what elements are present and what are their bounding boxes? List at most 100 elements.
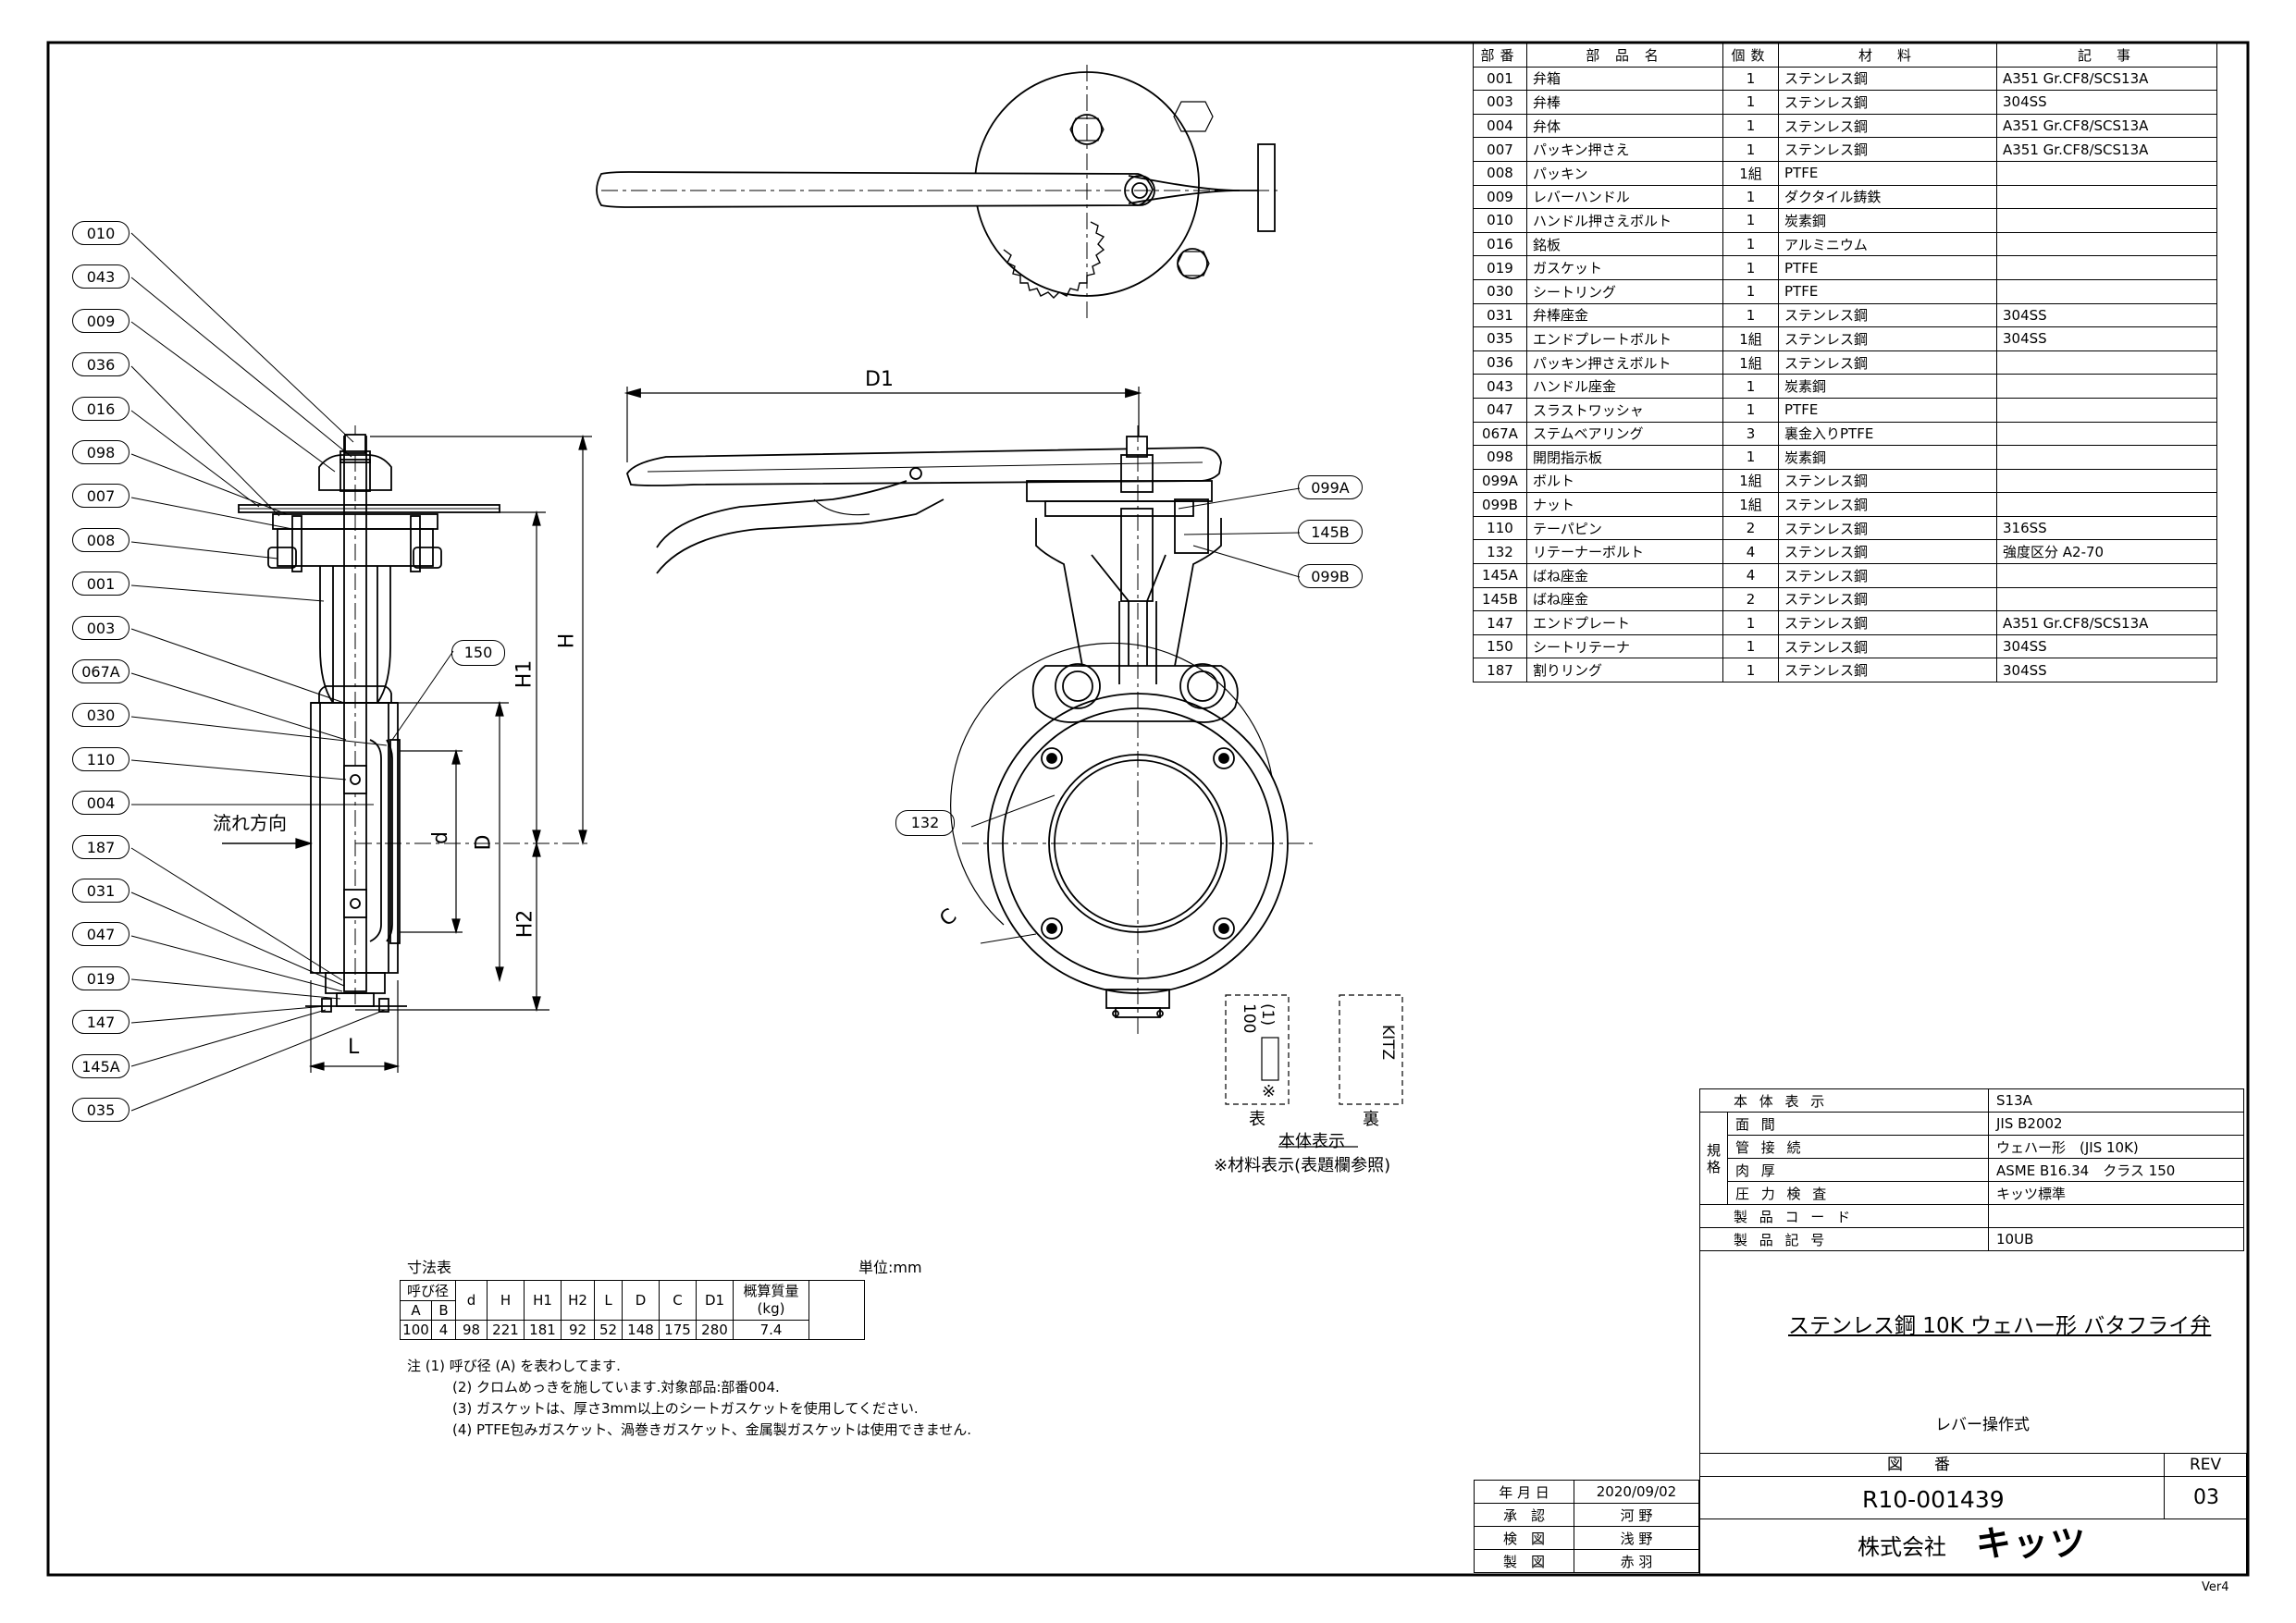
parts-cell: 1組 <box>1722 326 1779 351</box>
parts-cell: エンドプレートボルト <box>1526 326 1723 351</box>
parts-cell: ガスケット <box>1526 255 1723 280</box>
parts-cell: 132 <box>1473 539 1527 565</box>
approval-label: 製 図 <box>1474 1549 1574 1573</box>
drawing-number-label: 図 番 <box>1887 1456 1950 1474</box>
dim-table-blank <box>809 1280 865 1340</box>
dim-value-cell: 98 <box>455 1320 488 1340</box>
front-label: 表 <box>1249 1110 1265 1129</box>
parts-cell <box>1996 563 2217 588</box>
spec-row: 製 品 コ ー ド <box>1699 1204 2244 1228</box>
parts-cell: A351 Gr.CF8/SCS13A <box>1996 113 2217 139</box>
parts-cell: ハンドル押さえボルト <box>1526 208 1723 233</box>
dim-value-cell: 52 <box>594 1320 623 1340</box>
parts-cell: 010 <box>1473 208 1527 233</box>
approval-row: 検 図浅 野 <box>1474 1526 1699 1550</box>
dim-table-header: C <box>659 1280 697 1321</box>
parts-cell: ステンレス鋼 <box>1778 350 1997 375</box>
parts-cell: 1 <box>1722 397 1779 423</box>
parts-cell <box>1996 208 2217 233</box>
parts-cell: 1 <box>1722 113 1779 139</box>
parts-cell: ステンレス鋼 <box>1778 586 1997 612</box>
parts-cell: 1組 <box>1722 492 1779 517</box>
flow-direction-label: 流れ方向 <box>213 812 287 834</box>
note-line: (4) PTFE包みガスケット、渦巻きガスケット、金属製ガスケットは使用できませ… <box>452 1421 972 1438</box>
spec-group-label: 規 格 <box>1699 1112 1728 1205</box>
dim-table-mass-header: 概算質量 (kg) <box>733 1280 809 1321</box>
parts-cell: 1 <box>1722 231 1779 257</box>
spec-label: 肉 厚 <box>1727 1158 1989 1182</box>
balloon: 009 <box>72 308 130 333</box>
balloon: 031 <box>72 879 130 903</box>
rev-box <box>2164 1453 2247 1519</box>
parts-cell: 008 <box>1473 160 1527 186</box>
company-box <box>1699 1519 2247 1575</box>
marking-note: ※材料表示(表題欄参照) <box>1214 1156 1391 1175</box>
rev-label: REV <box>2190 1456 2222 1474</box>
parts-cell: 099A <box>1473 468 1527 494</box>
parts-cell: 裏金入りPTFE <box>1778 421 1997 447</box>
parts-cell: ハンドル座金 <box>1526 374 1723 399</box>
parts-cell: 099B <box>1473 492 1527 517</box>
parts-cell: A351 Gr.CF8/SCS13A <box>1996 610 2217 635</box>
parts-cell: 1 <box>1722 208 1779 233</box>
spec-value: ASME B16.34 クラス 150 <box>1988 1158 2244 1182</box>
side-dimensions <box>222 434 592 1073</box>
spec-value: キッツ標準 <box>1988 1181 2244 1205</box>
dim-value-cell: 175 <box>659 1320 697 1340</box>
balloon: 187 <box>72 834 130 859</box>
parts-cell: 弁棒 <box>1526 90 1723 115</box>
parts-header-cell: 記 事 <box>1996 43 2217 68</box>
parts-cell: ステンレス鋼 <box>1778 515 1997 541</box>
parts-cell: パッキン押さえ <box>1526 137 1723 162</box>
balloon-150: 150 <box>451 640 505 666</box>
parts-cell <box>1996 160 2217 186</box>
drawing-number: R10-001439 <box>1862 1486 2005 1513</box>
parts-cell: 4 <box>1722 539 1779 565</box>
parts-cell: 弁体 <box>1526 113 1723 139</box>
parts-cell: 187 <box>1473 658 1527 683</box>
parts-cell <box>1996 374 2217 399</box>
dim-value-cell: 280 <box>696 1320 734 1340</box>
dim-label-H: H <box>555 633 579 649</box>
parts-cell <box>1996 231 2217 257</box>
drawing-number-header-line <box>1699 1476 2247 1477</box>
parts-cell: 043 <box>1473 374 1527 399</box>
parts-cell <box>1996 255 2217 280</box>
parts-cell <box>1996 278 2217 304</box>
dim-label-D1: D1 <box>865 368 894 391</box>
balloon: 019 <box>72 965 130 990</box>
balloon: 007 <box>72 484 130 509</box>
parts-cell: 145B <box>1473 586 1527 612</box>
dim-table-header: D <box>622 1280 660 1321</box>
parts-cell: 1 <box>1722 610 1779 635</box>
parts-cell: 炭素鋼 <box>1778 445 1997 470</box>
parts-cell: ばね座金 <box>1526 563 1723 588</box>
dim-label-H1: H1 <box>512 659 537 689</box>
back-marking-text: KITZ <box>1378 1025 1397 1061</box>
approval-row: 承 認河 野 <box>1474 1503 1699 1527</box>
parts-header-cell: 個数 <box>1722 43 1779 68</box>
dimension-table: 呼び径 d H H1 H2 L D C D1 概算質量 (kg) A B 100… <box>400 1280 865 1340</box>
parts-cell <box>1996 445 2217 470</box>
marking-boxes <box>1225 994 1403 1105</box>
parts-cell: ステンレス鋼 <box>1778 113 1997 139</box>
parts-cell: 1 <box>1722 445 1779 470</box>
parts-cell: 1 <box>1722 184 1779 210</box>
spec-label: 圧 力 検 査 <box>1727 1181 1989 1205</box>
